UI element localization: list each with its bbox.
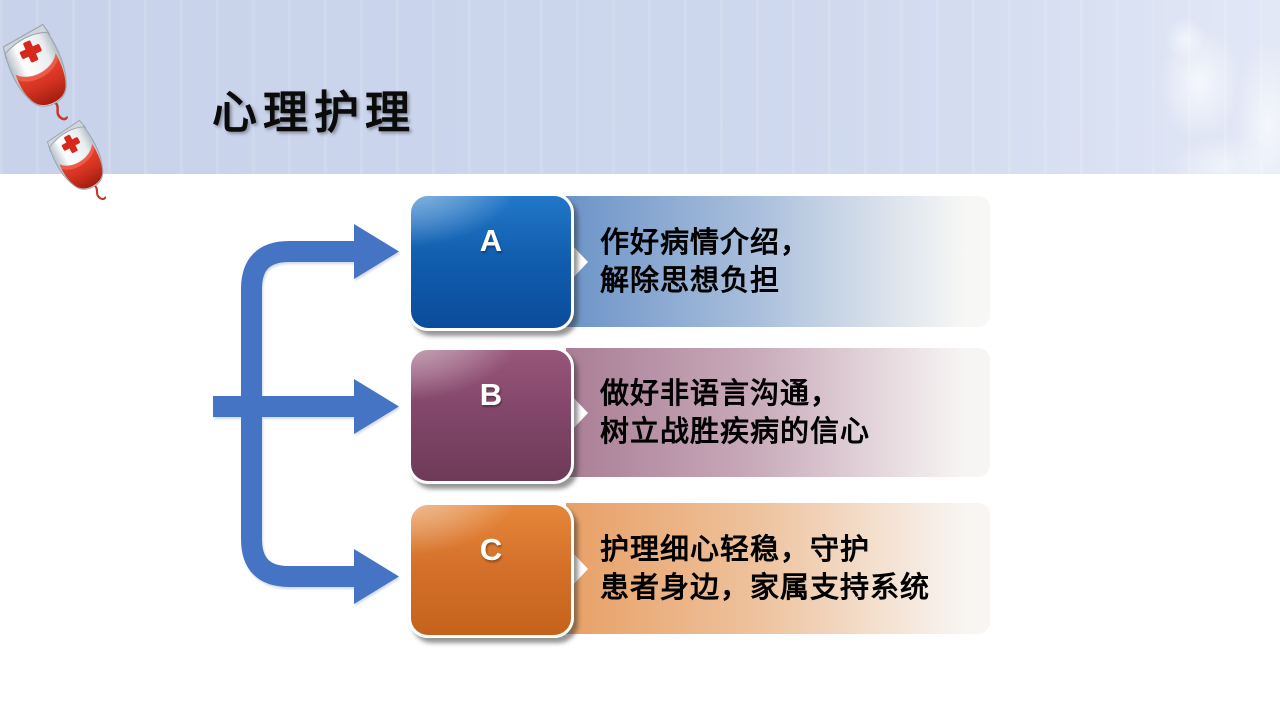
blood-bag-icon-small <box>46 119 107 201</box>
blood-bag-icon <box>2 23 68 121</box>
chevron-right-icon <box>570 549 588 588</box>
item-a-box: A <box>408 193 574 331</box>
arrowhead-bottom-icon <box>354 549 399 604</box>
item-c-text-line2: 患者身边，家属支持系统 <box>600 571 931 604</box>
arrowhead-top-icon <box>354 224 399 279</box>
red-cross-icon <box>19 40 42 63</box>
item-c-box: C <box>408 502 574 638</box>
item-a-label: A <box>479 223 503 258</box>
arrow-shaft-top <box>241 241 367 425</box>
item-b-box: B <box>408 347 574 484</box>
page-title: 心理护理 <box>212 86 417 139</box>
item-c-text-line1: 护理细心轻稳，守护 <box>600 533 871 566</box>
item-b-text: 做好非语言沟通， 树立战胜疾病的信心 <box>566 375 870 451</box>
fetus-watermark-image <box>1090 0 1280 174</box>
item-c-text: 护理细心轻稳，守护 患者身边，家属支持系统 <box>566 531 930 607</box>
item-a-banner: 作好病情介绍， 解除思想负担 <box>566 196 990 327</box>
item-c-banner: 护理细心轻稳，守护 患者身边，家属支持系统 <box>566 503 990 634</box>
item-a-text: 作好病情介绍， 解除思想负担 <box>566 224 810 300</box>
arrowhead-middle-icon <box>354 379 399 434</box>
item-b-label: B <box>479 377 503 412</box>
item-a-text-line2: 解除思想负担 <box>600 264 781 297</box>
item-b-text-line2: 树立战胜疾病的信心 <box>600 415 871 448</box>
slide-header: 心理护理 <box>0 0 1280 174</box>
chevron-right-icon <box>570 393 588 432</box>
red-cross-icon <box>61 134 80 154</box>
arrow-shaft-bottom <box>241 388 367 587</box>
item-b-banner: 做好非语言沟通， 树立战胜疾病的信心 <box>566 348 990 477</box>
chevron-right-icon <box>570 242 588 281</box>
item-c-label: C <box>479 532 503 567</box>
header-stripe-pattern <box>0 0 1280 174</box>
item-b-text-line1: 做好非语言沟通， <box>600 377 841 410</box>
item-a-text-line1: 作好病情介绍， <box>600 226 811 259</box>
